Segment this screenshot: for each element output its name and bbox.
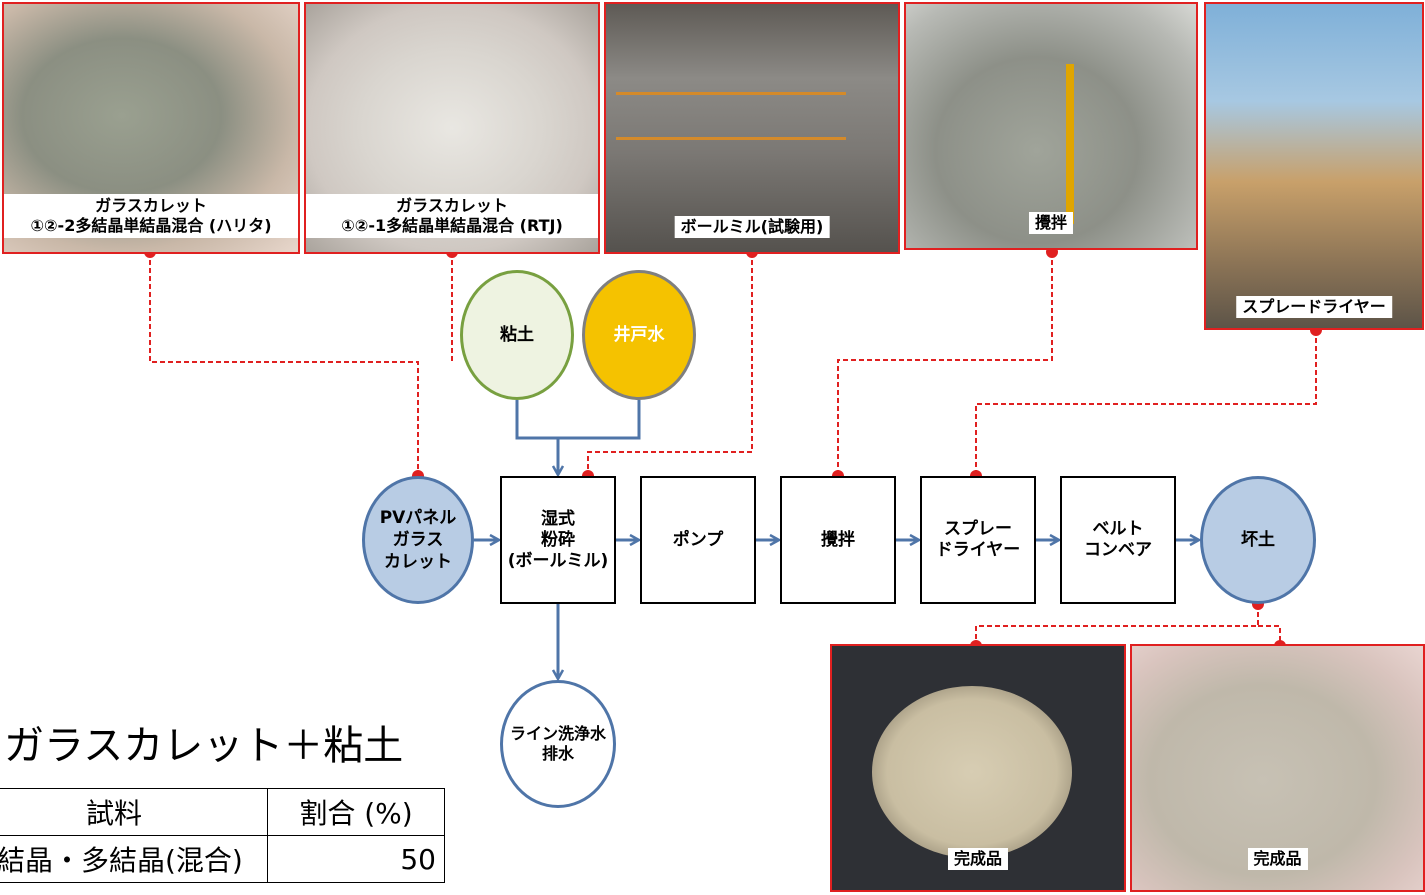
clay-body-output-node: 坏土	[1200, 476, 1316, 604]
callout-cullet-harita	[149, 252, 419, 476]
belt-conveyor-step: ベルト コンベア	[1060, 476, 1176, 604]
material-cell: 単結晶・多結晶(混合)	[0, 835, 268, 883]
stirring-step: 攪拌	[780, 476, 896, 604]
photo-caption: 攪拌	[1028, 212, 1074, 234]
spray-dryer-step: スプレー ドライヤー	[920, 476, 1036, 604]
photo-cullet-rtj: ガラスカレット ①②-1多結晶単結晶混合 (RTJ)	[304, 2, 600, 254]
photo-ball-mill: ボールミル(試験用)	[604, 2, 900, 254]
table-row: 単結晶・多結晶(混合) 50	[0, 835, 445, 883]
callout-stirring	[837, 252, 1053, 476]
ratio-column-header: 割合 (%)	[267, 788, 445, 836]
ratio-cell: 50	[267, 835, 445, 883]
drain-water-node: ライン洗浄水 排水	[500, 680, 616, 808]
photo-product-1: 完成品	[830, 644, 1126, 892]
callout-output-products	[975, 604, 1259, 646]
photo-caption: 完成品	[1247, 848, 1308, 870]
recipe-title: ガラスカレット＋粘土	[4, 723, 404, 769]
table-header-row: 試料 割合 (%)	[0, 788, 445, 836]
material-column-header: 試料	[0, 788, 268, 836]
clay-input-node: 粘土	[460, 270, 574, 400]
recipe-table: 試料 割合 (%) 単結晶・多結晶(混合) 50	[0, 788, 445, 883]
photo-caption: 完成品	[947, 848, 1009, 870]
callout-ball-mill	[587, 252, 753, 476]
photo-caption: ガラスカレット ①②-2多結晶単結晶混合 (ハリタ)	[4, 194, 298, 238]
photo-cullet-harita: ガラスカレット ①②-2多結晶単結晶混合 (ハリタ)	[2, 2, 300, 254]
photo-caption: ボールミル(試験用)	[674, 216, 830, 238]
stirrer-frame	[1066, 64, 1134, 224]
photo-product-2: 完成品	[1130, 644, 1425, 892]
photo-caption: スプレードライヤー	[1236, 296, 1392, 318]
photo-spray-dryer: スプレードライヤー	[1204, 2, 1424, 330]
pv-panel-cullet-node: PVパネル ガラス カレット	[362, 476, 474, 604]
well-water-input-node: 井戸水	[582, 270, 696, 400]
photo-stirring: 攪拌	[904, 2, 1198, 250]
pump-step: ポンプ	[640, 476, 756, 604]
product-tray	[872, 686, 1072, 858]
mill-guard-rail	[616, 92, 846, 140]
flow-line-clay-water-merge	[515, 400, 641, 440]
callout-output-product-2	[1258, 625, 1281, 646]
photo-caption: ガラスカレット ①②-1多結晶単結晶混合 (RTJ)	[306, 194, 598, 238]
wet-grinding-step: 湿式 粉砕 (ボールミル)	[500, 476, 616, 604]
callout-spray-dryer	[975, 330, 1317, 476]
